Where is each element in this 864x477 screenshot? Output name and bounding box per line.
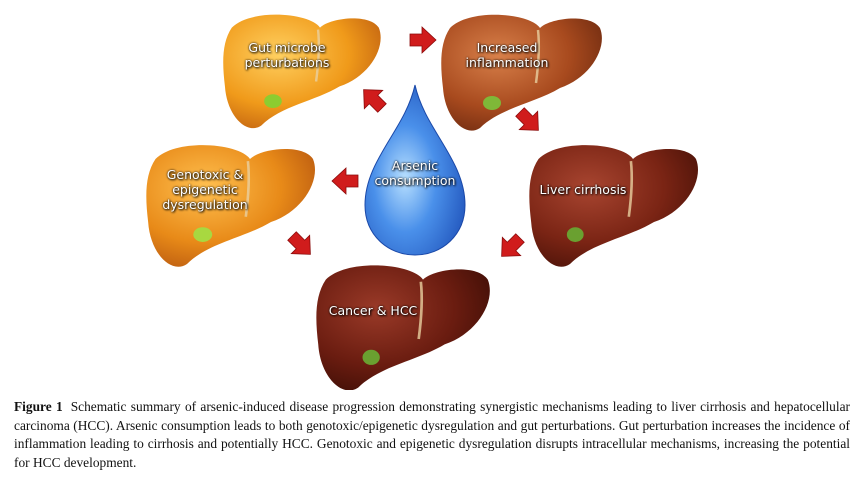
label-cirrhosis: Liver cirrhosis [539,182,627,197]
figure-diagram: Gut microbe perturbations Increased infl… [145,13,700,392]
liver-cirrhosis [528,143,700,269]
arrow-icon [282,226,321,265]
arsenic-drop [364,84,466,256]
arrow-icon [331,167,359,195]
arrow-icon [409,26,437,54]
arrow-icon [353,79,392,118]
liver-genotoxic [145,143,317,269]
label-inflammation: Increased inflammation [465,40,549,70]
label-cancer: Cancer & HCC [328,303,418,318]
liver-cancer [315,264,492,392]
label-arsenic: Arsenic consumption [374,158,456,188]
caption-text: Schematic summary of arsenic-induced dis… [14,399,850,470]
liver-inflammation [440,13,604,132]
liver-gut-microbe [222,13,382,130]
label-gut-microbe: Gut microbe perturbations [244,40,330,70]
arrow-icon [510,102,549,141]
label-genotoxic: Genotoxic & epigenetic dysregulation [162,167,248,212]
arrow-icon [491,228,530,267]
caption-label: Figure 1 [14,399,63,414]
